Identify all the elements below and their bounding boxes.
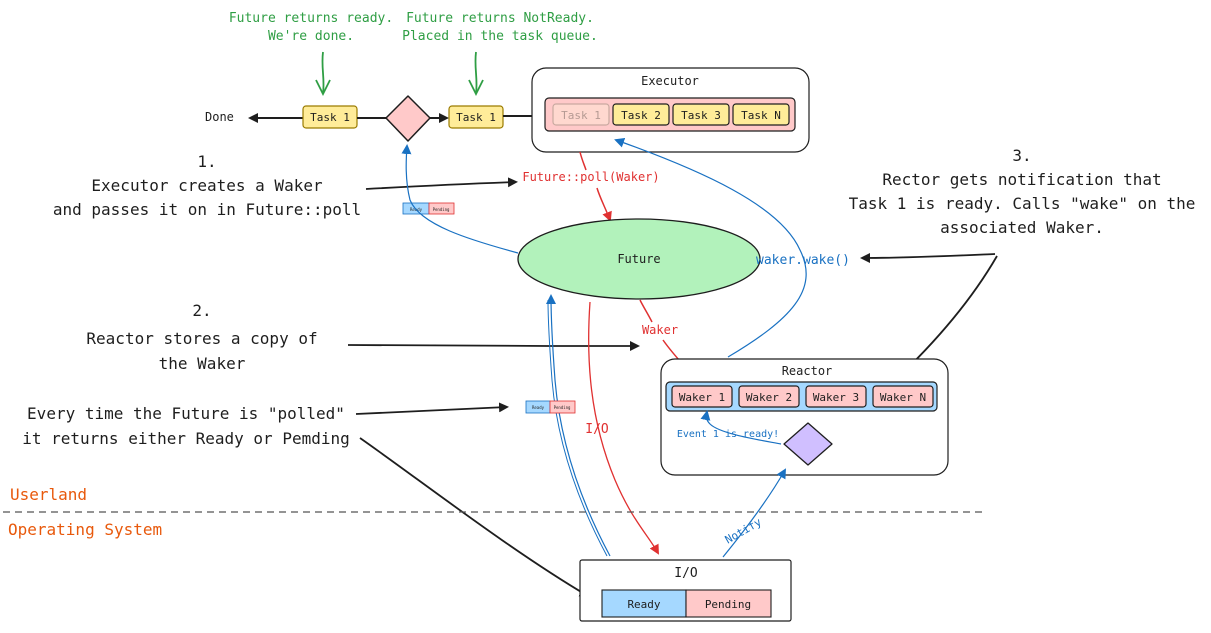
event-ready-label: Event 1 is ready! (677, 429, 779, 440)
annotation-future-not-ready: Future returns NotReady. Placed in the t… (402, 11, 598, 44)
reactor-waker-2-label: Waker 2 (746, 391, 792, 404)
arrow-wake-to-executor (614, 137, 807, 358)
reactor-waker-1 (671, 385, 733, 408)
executor-task-2 (612, 103, 670, 126)
io-state-ready (601, 589, 687, 618)
executor-title: Executor (641, 74, 699, 88)
executor-task-n-label: Task N (741, 109, 781, 122)
arrow-io-notify (722, 468, 786, 558)
small-state-mid-ready-label: Ready (532, 405, 545, 410)
green-arrow-ready (321, 51, 325, 95)
reactor-waker-list (665, 381, 938, 412)
small-state-mid-pending (549, 400, 576, 414)
arrow-io-to-future-double (547, 299, 608, 557)
future-label: Future (617, 252, 660, 266)
step3-line1: Rector gets notification that (882, 170, 1161, 189)
step1-line2: and passes it on in Future::poll (53, 200, 361, 219)
future-node (517, 218, 761, 300)
annotation-not-ready-line1: Future returns NotReady. (406, 11, 594, 26)
executor-task-1 (552, 103, 610, 126)
polled-line2: it returns either Ready or Pemding (22, 429, 350, 448)
line-future-to-waker (639, 299, 653, 323)
executor-task-1-label: Task 1 (561, 109, 601, 122)
annotation-future-ready-line1: Future returns ready. (229, 11, 393, 26)
arrow-future-to-io (588, 301, 659, 555)
step3-line3: associated Waker. (940, 218, 1104, 237)
executor-task-3 (672, 103, 730, 126)
annotation-not-ready-line2: Placed in the task queue. (402, 29, 598, 44)
notify-label: Notify (723, 515, 764, 546)
small-state-top-pending (428, 202, 455, 215)
executor-task-n (732, 103, 790, 126)
decision-diamond (385, 95, 431, 142)
step3-number: 3. (1012, 146, 1031, 165)
done-label: Done (205, 110, 234, 124)
reactor-waker-2 (738, 385, 800, 408)
reactor-waker-3-label: Waker 3 (813, 391, 859, 404)
executor-task-3-label: Task 3 (681, 109, 721, 122)
executor-task-2-label: Task 2 (621, 109, 661, 122)
task-left-label: Task 1 (310, 111, 350, 124)
arrow-poll (596, 187, 612, 222)
step2-line1: Reactor stores a copy of (86, 329, 317, 348)
reactor-event-diamond (783, 422, 833, 466)
io-state-pending-label: Pending (705, 598, 751, 611)
task-right-label: Task 1 (456, 111, 496, 124)
reactor-waker-3 (805, 385, 867, 408)
reactor-title: Reactor (782, 364, 833, 378)
io-box-title: I/O (674, 566, 698, 581)
reactor-waker-n-label: Waker N (880, 391, 926, 404)
polled-line1: Every time the Future is "polled" (27, 404, 345, 423)
green-arrow-ready-head (315, 79, 331, 97)
arrow-polled-to-state (355, 402, 509, 415)
arrow-event-to-waker (700, 410, 782, 445)
io-edge-label: I/O (585, 422, 609, 437)
step3-line2: Task 1 is ready. Calls "wake" on the (849, 194, 1196, 213)
arrow-step2 (347, 340, 640, 351)
annotation-future-ready: Future returns ready. We're done. (229, 11, 393, 44)
green-arrow-not-ready-head (468, 79, 484, 97)
annotation-future-ready-line2: We're done. (268, 29, 354, 44)
io-state-ready-label: Ready (627, 598, 660, 611)
step1-number: 1. (197, 152, 216, 171)
step1-line1: Executor creates a Waker (91, 176, 323, 195)
small-state-top-pending-label: Pending (433, 207, 450, 212)
arrow-step3-to-wake (860, 252, 996, 263)
small-state-mid-pending-label: Pending (554, 405, 571, 410)
arrow-polled-to-io (359, 437, 590, 598)
step2-number: 2. (192, 301, 211, 320)
io-state-pending (685, 589, 772, 618)
os-label: Operating System (8, 520, 162, 539)
reactor-waker-1-label: Waker 1 (679, 391, 725, 404)
line-poll-from-executor (579, 151, 587, 171)
green-arrow-not-ready (474, 51, 478, 95)
wake-label: waker.wake() (756, 253, 850, 268)
waker-edge-label: Waker (642, 323, 678, 337)
reactor-waker-n (872, 385, 934, 408)
step2-line2: the Waker (159, 354, 246, 373)
arrow-step1 (365, 177, 518, 190)
poll-label: Future::poll(Waker) (522, 170, 659, 184)
arrow-io-to-future (546, 294, 611, 557)
userland-label: Userland (10, 485, 87, 504)
arrow-future-to-diamond (401, 144, 519, 254)
